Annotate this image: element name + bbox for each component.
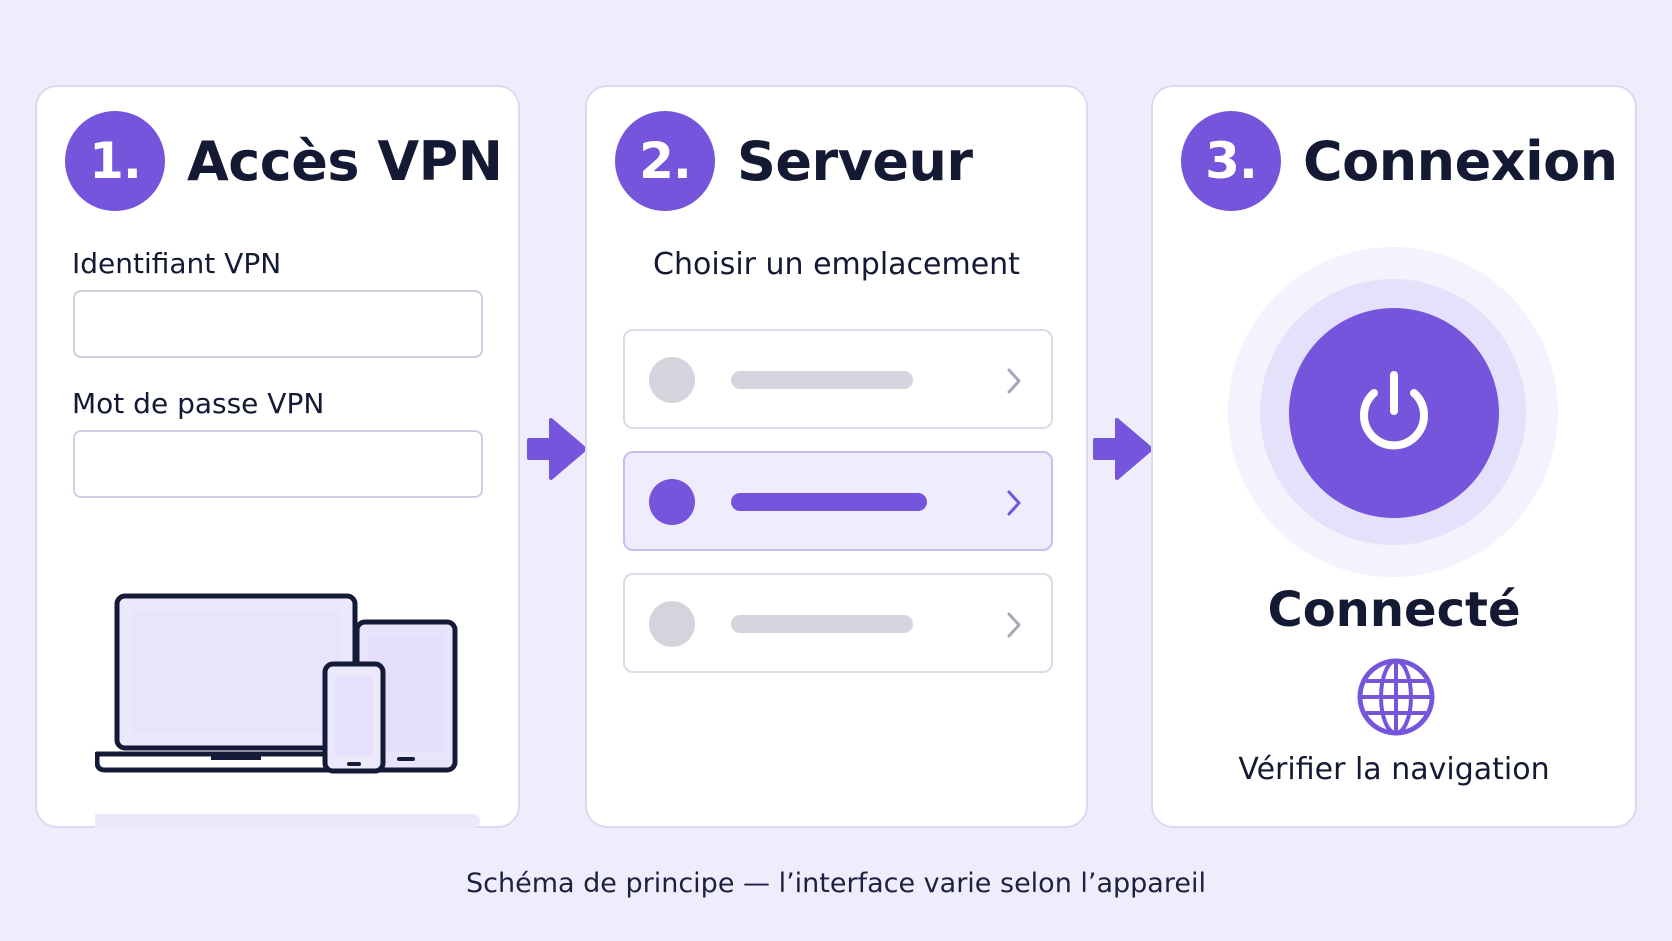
password-label: Mot de passe VPN [72, 387, 325, 420]
step-header: 3. Connexion [1181, 111, 1618, 211]
server-name-placeholder [731, 493, 927, 511]
globe-icon [1357, 658, 1435, 736]
arrow-right-icon [527, 418, 587, 480]
step-number-badge: 1. [65, 111, 165, 211]
step-number-badge: 2. [615, 111, 715, 211]
step-title: Accès VPN [187, 129, 503, 193]
step-header: 1. Accès VPN [65, 111, 503, 211]
password-field[interactable] [73, 430, 483, 498]
server-option[interactable] [623, 573, 1053, 673]
username-label: Identifiant VPN [72, 247, 282, 280]
power-icon [1360, 371, 1428, 450]
choose-location-heading: Choisir un emplacement [653, 247, 1020, 282]
diagram-footnote: Schéma de principe — l’interface varie s… [466, 868, 1206, 899]
server-status-dot [649, 601, 695, 647]
server-name-placeholder [731, 371, 913, 389]
server-option-selected[interactable] [623, 451, 1053, 551]
username-field[interactable] [73, 290, 483, 358]
step-title: Serveur [737, 129, 973, 193]
step-card-connection: 3. Connexion Connecté Vérifier la naviga… [1151, 85, 1637, 828]
chevron-right-icon [1007, 368, 1021, 394]
devices-illustration-icon [95, 593, 480, 828]
chevron-right-icon [1007, 612, 1021, 638]
arrow-right-icon [1093, 418, 1153, 480]
step-header: 2. Serveur [615, 111, 973, 211]
chevron-right-icon [1007, 490, 1021, 516]
server-name-placeholder [731, 615, 913, 633]
step-number-badge: 3. [1181, 111, 1281, 211]
step-card-server: 2. Serveur Choisir un emplacement [585, 85, 1088, 828]
connection-status: Connecté [1267, 582, 1521, 638]
server-status-dot [649, 357, 695, 403]
server-option[interactable] [623, 329, 1053, 429]
server-status-dot [649, 479, 695, 525]
step-title: Connexion [1303, 129, 1618, 193]
power-button[interactable] [1289, 308, 1499, 518]
verify-browsing-link[interactable]: Vérifier la navigation [1238, 752, 1550, 787]
step-card-vpn-access: 1. Accès VPN Identifiant VPN Mot de pass… [35, 85, 520, 828]
